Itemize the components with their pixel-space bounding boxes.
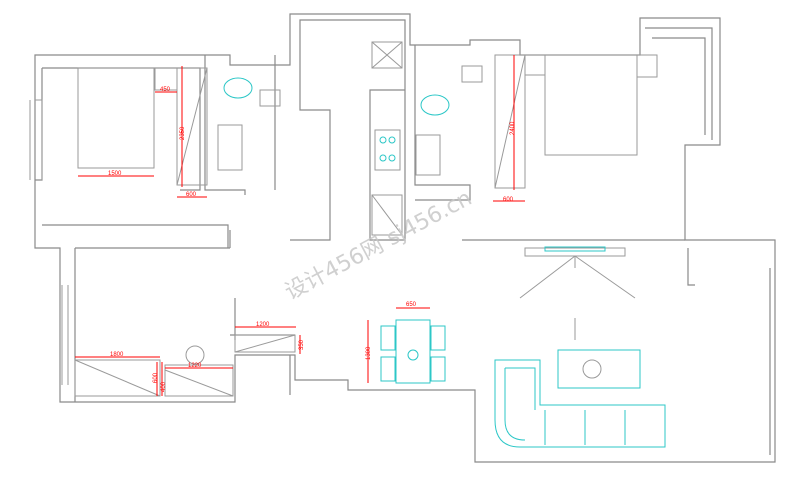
- coffee-table: [557, 349, 641, 389]
- entry-cabinet: 1200 350: [234, 322, 305, 354]
- towel-radiator: [259, 89, 281, 107]
- walls: [29, 13, 776, 463]
- master-bedroom: 2400 600: [493, 54, 658, 203]
- dim-label: 1500: [108, 171, 122, 177]
- dim-label: 400: [161, 381, 167, 392]
- bedroom-3: 1800 600 400 1220: [74, 345, 234, 397]
- dim-label: 650: [406, 302, 417, 308]
- bed: [77, 67, 155, 169]
- bed: [544, 54, 638, 156]
- tv-cabinet: [524, 247, 626, 257]
- dim-label: 1300: [366, 346, 372, 360]
- dining-area: 650 1300: [366, 302, 446, 384]
- dim-label: 2350: [180, 126, 186, 140]
- dim-label: 1800: [110, 352, 124, 358]
- dim-label: 2400: [510, 121, 516, 135]
- kitchen: [371, 41, 403, 236]
- dim-label: 350: [299, 339, 305, 350]
- dim-label: 600: [503, 197, 514, 203]
- sink-counter: [217, 124, 243, 171]
- living-room: [494, 246, 666, 448]
- toilet: [223, 77, 253, 99]
- dim-label: 600: [186, 192, 197, 198]
- bedroom-1: 450 2350 1500 600: [77, 66, 208, 198]
- wardrobe: [494, 54, 526, 189]
- bathroom-1: [217, 77, 281, 171]
- dining-table: [395, 319, 431, 384]
- bathroom-2: [415, 65, 483, 176]
- sofa: [494, 359, 666, 448]
- dim-label: 600: [153, 372, 159, 383]
- dim-label: 1200: [256, 322, 270, 328]
- dim-label: 1220: [188, 363, 202, 369]
- sink-counter: [415, 134, 441, 176]
- toilet: [420, 94, 450, 116]
- towel-radiator: [461, 65, 483, 83]
- dim-label: 450: [160, 87, 171, 93]
